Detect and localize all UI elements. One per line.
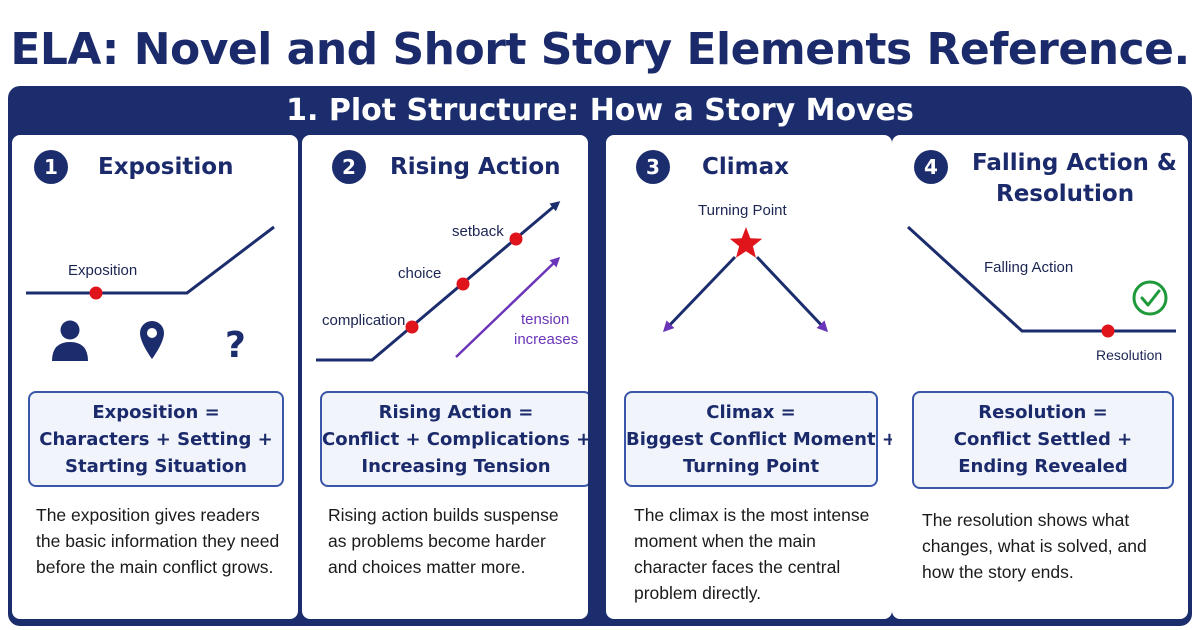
- star-icon: [729, 227, 763, 258]
- falling-plot-line: [906, 225, 1176, 333]
- person-icon: [52, 320, 88, 361]
- summary-line: Exposition =: [92, 402, 220, 423]
- rising-action-description: Rising action builds suspense as problem…: [328, 502, 559, 580]
- step-number-badge: 4: [914, 150, 948, 184]
- summary-line: Turning Point: [682, 456, 820, 477]
- location-pin-icon: [140, 321, 164, 359]
- tension-label: increases: [514, 331, 578, 348]
- step-number-badge: 3: [636, 150, 670, 184]
- exposition-point-marker: [89, 286, 103, 300]
- page-title: ELA: Novel and Short Story Elements Refe…: [10, 24, 1190, 75]
- description-line: The climax is the most intense: [634, 505, 870, 525]
- resolution-summary-box: Resolution = Conflict Settled + Ending R…: [912, 391, 1174, 489]
- tension-arrow: [455, 256, 561, 358]
- exposition-point-label: Exposition: [68, 262, 137, 279]
- climax-right-arrow: [755, 255, 829, 333]
- summary-line: Climax =: [706, 402, 796, 423]
- exposition-summary-box: Exposition = Characters + Setting + Star…: [28, 391, 284, 487]
- plot-line: [26, 225, 275, 295]
- question-mark-icon: ?: [225, 325, 246, 366]
- step-card-falling-action-resolution: 4 Falling Action & Resolution Falling Ac…: [892, 135, 1188, 619]
- tension-label: tension: [521, 311, 569, 328]
- summary-line: Starting Situation: [65, 456, 247, 477]
- step-card-rising-action: 2 Rising Action complication choice setb…: [302, 135, 588, 619]
- step-card-exposition: 1 Exposition Exposition ? Exposition = C…: [12, 135, 298, 619]
- rising-plot-line: [316, 201, 561, 362]
- summary-line: Resolution =: [978, 402, 1108, 423]
- falling-action-label: Falling Action: [984, 259, 1073, 276]
- summary-line: Increasing Tension: [361, 456, 551, 477]
- summary-line: Conflict + Complications +: [322, 429, 588, 450]
- section-heading: 1. Plot Structure: How a Story Moves: [286, 93, 914, 128]
- turning-point-label: Turning Point: [698, 202, 787, 219]
- step-title: Falling Action &: [972, 150, 1177, 176]
- description-line: and choices matter more.: [328, 557, 526, 577]
- exposition-diagram: Exposition ?: [26, 225, 275, 366]
- climax-diagram: Turning Point: [662, 202, 829, 333]
- description-line: changes, what is solved, and: [922, 536, 1147, 556]
- falling-action-diagram: Falling Action Resolution: [906, 225, 1176, 363]
- description-line: The exposition gives readers: [36, 505, 260, 525]
- description-line: before the main conflict grows.: [36, 557, 274, 577]
- step-card-climax: 3 Climax Turning Point Climax = Biggest …: [606, 135, 892, 619]
- resolution-marker: [1101, 324, 1115, 338]
- step-title: Exposition: [98, 154, 234, 180]
- checkmark-circle-icon: [1132, 280, 1168, 316]
- description-line: as problems become harder: [328, 531, 546, 551]
- step-title: Resolution: [996, 181, 1135, 207]
- step-number-badge: 2: [332, 150, 366, 184]
- complication-marker: [405, 320, 419, 334]
- complication-label: complication: [322, 312, 405, 329]
- description-line: the basic information they need: [36, 531, 280, 551]
- resolution-label: Resolution: [1096, 347, 1162, 363]
- summary-line: Conflict Settled +: [953, 429, 1133, 450]
- setback-marker: [509, 232, 523, 246]
- resolution-description: The resolution shows what changes, what …: [922, 507, 1147, 585]
- rising-action-summary-box: Rising Action = Conflict + Complications…: [320, 391, 588, 487]
- plot-structure-section: 1. Plot Structure: How a Story Moves 1 E…: [8, 86, 1192, 626]
- choice-label: choice: [398, 265, 441, 282]
- climax-description: The climax is the most intense moment wh…: [634, 502, 869, 606]
- description-line: Rising action builds suspense: [328, 505, 559, 525]
- summary-line: Characters + Setting +: [39, 429, 273, 450]
- description-line: character faces the central: [634, 557, 841, 577]
- choice-marker: [456, 277, 470, 291]
- summary-line: Ending Revealed: [958, 456, 1128, 477]
- exposition-description: The exposition gives readers the basic i…: [36, 502, 279, 580]
- step-title: Climax: [702, 154, 789, 180]
- setback-label: setback: [452, 223, 504, 240]
- description-line: how the story ends.: [922, 562, 1074, 582]
- rising-action-diagram: complication choice setback tension incr…: [316, 201, 578, 362]
- climax-left-arrow: [662, 255, 737, 333]
- step-title: Rising Action: [390, 154, 561, 180]
- description-line: problem directly.: [634, 583, 762, 603]
- description-line: moment when the main: [634, 531, 816, 551]
- description-line: The resolution shows what: [922, 510, 1130, 530]
- climax-summary-box: Climax = Biggest Conflict Moment + Turni…: [624, 391, 892, 487]
- summary-line: Biggest Conflict Moment +: [626, 429, 892, 450]
- summary-line: Rising Action =: [378, 402, 534, 423]
- step-number-badge: 1: [34, 150, 68, 184]
